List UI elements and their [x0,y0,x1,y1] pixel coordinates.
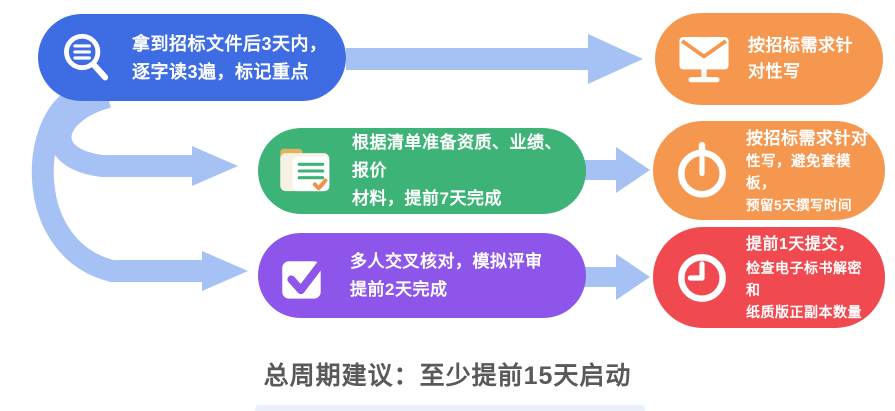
tip-text-line: 按招标需求针 [748,36,853,55]
arrow-step1-to-step2 [49,86,238,186]
tip-text-line: 对性写 [748,62,801,81]
arrow-step1-to-tip1 [346,34,643,84]
tip-reserve-writing-time-pill: 按招标需求针对 性写，避免套模板， 预留5天撰写时间 [653,121,885,220]
step-cross-check-pill: 多人交叉核对，模拟评审 提前2天完成 [258,233,586,318]
checkbox-icon [278,250,334,302]
tip-text-line: 性写，避免套模板， [746,153,851,192]
step-text-line: 逐字读3遍，标记重点 [132,61,310,82]
step-text-line: 多人交叉核对，模拟评审 [350,251,543,271]
folder-checklist-icon [278,146,336,196]
overall-cycle-caption: 总周期建议：至少提前15天启动 [263,362,632,390]
arrow-step3-to-tip3 [584,254,650,300]
step-read-tender-pill: 拿到招标文件后3天内， 逐字读3遍，标记重点 [38,14,346,101]
tip-targeted-writing-pill: 按招标需求针 对性写 [655,13,883,105]
step-text-line: 提前2天完成 [350,279,448,299]
step-text-line: 材料，提前7天完成 [352,189,502,208]
tip-text-line: 预留5天撰写时间 [746,197,853,213]
arrow-step2-to-tip2 [584,147,650,193]
mail-icon [673,28,735,90]
step-prepare-materials-pill: 根据清单准备资质、业绩、报价 材料，提前7天完成 [258,128,586,214]
tip-text-line: 提前1天提交， [746,235,855,253]
tip-text-line: 检查电子标书解密和 [746,259,862,298]
step-text-line: 拿到招标文件后3天内， [132,33,328,54]
step-text-line: 根据清单准备资质、业绩、报价 [352,133,562,180]
arrow-step1-to-step3 [31,86,248,291]
tip-text-line: 按招标需求针对 [746,128,869,148]
tip-text-line: 纸质版正副本数量 [746,303,862,320]
search-document-icon [58,29,116,87]
bottom-cutoff-strip [255,405,645,411]
tip-early-submit-pill: 提前1天提交， 检查电子标书解密和 纸质版正副本数量 [653,227,885,328]
clock-icon [671,247,733,309]
stopwatch-icon [671,140,733,202]
